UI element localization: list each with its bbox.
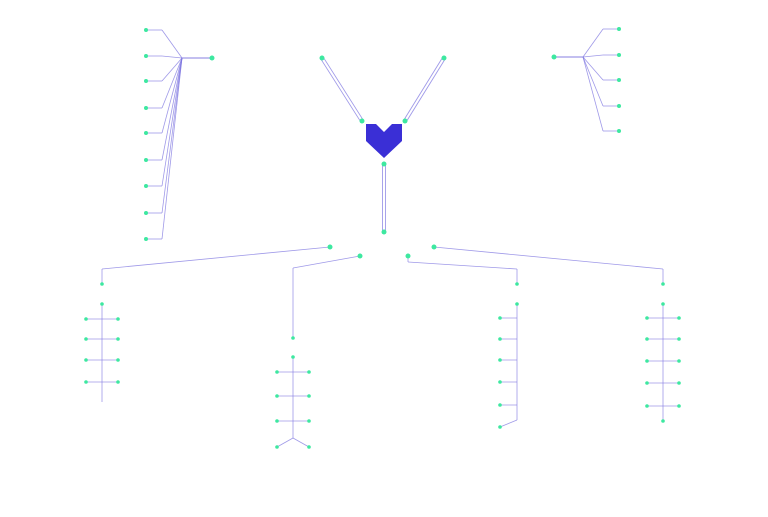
tl-leaf-node bbox=[144, 54, 148, 58]
ladder-left-rung-node bbox=[84, 317, 88, 321]
ladder-midleft-rung-node bbox=[275, 419, 279, 423]
center-right-joint-node bbox=[402, 118, 408, 124]
ladder-right-rung-node bbox=[645, 359, 649, 363]
tl-leaf-node bbox=[144, 158, 148, 162]
comb-midright-tooth-node bbox=[498, 403, 502, 407]
tl-leaf-node bbox=[144, 184, 148, 188]
comb-midright-tooth-node bbox=[498, 337, 502, 341]
tr-fan-link bbox=[582, 54, 604, 58]
ladder-midleft-rung-node bbox=[275, 370, 279, 374]
nodes-layer bbox=[84, 27, 681, 449]
br-branch-root-node bbox=[431, 244, 437, 250]
comb-midright-foot bbox=[499, 419, 518, 428]
tr-hub-node bbox=[551, 54, 557, 60]
tr-leaf-node bbox=[617, 53, 621, 57]
ladder-left-rung-node bbox=[116, 337, 120, 341]
ladder-right-top-node bbox=[661, 302, 665, 306]
tl-fan-link bbox=[161, 57, 183, 82]
br-branch-end-node bbox=[661, 282, 665, 286]
center-right-arm bbox=[403, 56, 444, 121]
tr-fan-link bbox=[582, 56, 604, 107]
center-right-top-node bbox=[441, 55, 447, 61]
comb-midright-foot-node bbox=[498, 425, 502, 429]
tl-leaf-node bbox=[144, 79, 148, 83]
heart-chevron-logo-icon bbox=[366, 124, 402, 158]
ladder-left-top-node bbox=[100, 302, 104, 306]
tr-leaf-node bbox=[617, 129, 621, 133]
tl-fan-link bbox=[161, 57, 183, 109]
mr-branch-end-node bbox=[515, 282, 519, 286]
tl-leaf-node bbox=[144, 131, 148, 135]
tr-fan-link bbox=[582, 28, 604, 58]
ladder-midleft-foot bbox=[292, 437, 310, 448]
tl-hub-node bbox=[209, 55, 215, 61]
ladder-midleft-foot-node bbox=[275, 445, 279, 449]
tl-fan-link bbox=[161, 29, 183, 59]
center-right-arm bbox=[405, 58, 446, 123]
ladder-midleft-rung-node bbox=[307, 419, 311, 423]
comb-midright-tooth-node bbox=[498, 316, 502, 320]
ladder-midleft-rung-node bbox=[307, 370, 311, 374]
links-layer bbox=[86, 28, 679, 448]
center-stem-bottom-node bbox=[381, 229, 387, 235]
center-left-joint-node bbox=[359, 118, 365, 124]
tr-leaf-node bbox=[617, 104, 621, 108]
hub-layer bbox=[366, 124, 402, 158]
tl-fan-link bbox=[161, 57, 183, 214]
tl-fan-link bbox=[161, 57, 183, 187]
tr-leaf-node bbox=[617, 27, 621, 31]
ml-branch-end-node bbox=[291, 336, 295, 340]
center-left-top-node bbox=[319, 55, 325, 61]
ladder-right-rung-node bbox=[677, 359, 681, 363]
comb-midright-tooth-node bbox=[498, 358, 502, 362]
tl-fan-link bbox=[161, 55, 183, 59]
ladder-midleft-foot bbox=[276, 437, 294, 448]
tl-leaf-node bbox=[144, 106, 148, 110]
tl-leaf-node bbox=[144, 211, 148, 215]
bl-branch-end-node bbox=[100, 282, 104, 286]
tr-fan-link bbox=[582, 56, 604, 132]
tr-leaf-node bbox=[617, 78, 621, 82]
ladder-right-rung-node bbox=[645, 337, 649, 341]
ladder-right-rung-node bbox=[645, 381, 649, 385]
ladder-right-rung-node bbox=[645, 316, 649, 320]
bl-branch-link bbox=[101, 246, 331, 270]
center-left-arm bbox=[322, 56, 364, 121]
ladder-left-rung-node bbox=[116, 358, 120, 362]
tl-fan-link bbox=[161, 57, 183, 134]
comb-midright-tooth-node bbox=[498, 380, 502, 384]
ladder-right-rung-node bbox=[677, 316, 681, 320]
ladder-right-rung-node bbox=[645, 404, 649, 408]
tl-leaf-node bbox=[144, 237, 148, 241]
ladder-right-rung-node bbox=[677, 404, 681, 408]
bl-branch-root-node bbox=[327, 244, 333, 250]
comb-midright-top-node bbox=[515, 302, 519, 306]
ladder-right-bottom-node bbox=[661, 419, 665, 423]
ml-branch-root-node bbox=[357, 253, 363, 259]
br-branch-link bbox=[433, 246, 664, 270]
ladder-midleft-rung-node bbox=[307, 394, 311, 398]
ladder-right-rung-node bbox=[677, 381, 681, 385]
tl-leaf-node bbox=[144, 28, 148, 32]
ladder-midleft-top-node bbox=[291, 355, 295, 359]
mr-branch-root-node bbox=[405, 253, 411, 259]
center-stem-top-node bbox=[381, 161, 387, 167]
ladder-midleft-foot-node bbox=[307, 445, 311, 449]
tr-fan-link bbox=[582, 56, 604, 81]
ladder-right-rung-node bbox=[677, 337, 681, 341]
ladder-midleft-rung-node bbox=[275, 394, 279, 398]
center-left-arm bbox=[320, 58, 362, 123]
ml-branch-link bbox=[292, 255, 361, 269]
tl-fan-link bbox=[161, 57, 183, 161]
ladder-left-rung-node bbox=[84, 358, 88, 362]
ladder-left-rung-node bbox=[84, 337, 88, 341]
mr-branch-link bbox=[407, 261, 518, 270]
tl-fan-link bbox=[161, 57, 183, 240]
ladder-left-rung-node bbox=[116, 380, 120, 384]
ladder-left-rung-node bbox=[116, 317, 120, 321]
ladder-left-rung-node bbox=[84, 380, 88, 384]
